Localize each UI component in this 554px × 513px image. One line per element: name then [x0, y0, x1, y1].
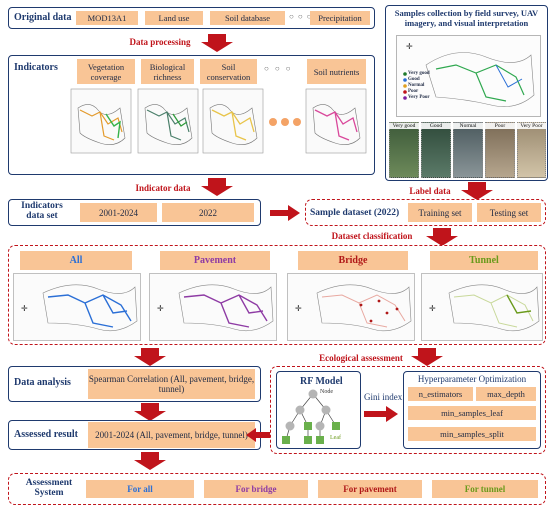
- rf-node-label: Node: [320, 389, 333, 395]
- thumb-label-good: Good: [421, 123, 451, 129]
- class-map-pavement: ✛: [149, 273, 277, 341]
- param-min-samples-leaf: min_samples_leaf: [408, 406, 536, 420]
- arrow-indicator-data: [201, 178, 233, 196]
- param-min-samples-split: min_samples_split: [408, 427, 536, 441]
- samples-title: Samples collection by field survey, UAV …: [394, 8, 539, 28]
- assessed-result-period: 2001-2024 (All, pavement, bridge, tunnel…: [88, 422, 255, 448]
- thumb-label-very-good: Very good: [389, 123, 419, 129]
- assessment-system-title: Assessment System: [25, 478, 73, 498]
- indicator-map-soil-nutrients: [305, 88, 367, 154]
- training-set: Training set: [408, 203, 472, 222]
- samples-legend-normal: Normal: [408, 83, 425, 88]
- arrow-to-assessment-system: [134, 452, 166, 470]
- indicator-soil-nutrients: Soil nutrients: [307, 59, 366, 84]
- source-land-use: Land use: [145, 11, 203, 25]
- dataset-2022: 2022: [162, 203, 254, 222]
- svg-text:✛: ✛: [295, 304, 302, 313]
- dataset-2001-2024: 2001-2024: [80, 203, 157, 222]
- rf-tree-diagram: [282, 389, 340, 444]
- source-mod13a1: MOD13A1: [76, 11, 138, 25]
- thumb-label-very-poor: Very Poor: [517, 123, 546, 129]
- indicator-map-soil-conservation: [202, 88, 264, 154]
- indicator-vegetation: Vegetation coverage: [77, 59, 135, 84]
- arrow-to-sample-dataset: [270, 205, 300, 221]
- svg-text:✛: ✛: [21, 304, 28, 313]
- thumb-good: [421, 122, 451, 178]
- thumb-label-poor: Poor: [485, 123, 515, 129]
- gini-index-label: Gini index: [364, 392, 403, 402]
- source-soil-database: Soil database: [210, 11, 285, 25]
- svg-text:✛: ✛: [406, 42, 413, 51]
- samples-legend-poor: Poor: [408, 89, 419, 94]
- arrow-to-assessed-result: [134, 403, 166, 421]
- arrow-to-data-analysis: [134, 348, 166, 366]
- spearman-correlation: Spearman Correlation (All, pavement, bri…: [88, 369, 255, 399]
- class-bridge-label: Bridge: [298, 251, 408, 270]
- samples-map: ✛: [396, 35, 541, 117]
- hyperparameter-title: Hyperparameter Optimization: [417, 374, 527, 384]
- param-n-estimators: n_estimators: [408, 387, 473, 401]
- thumb-very-good: [389, 122, 419, 178]
- assessed-result-title: Assessed result: [14, 429, 78, 440]
- system-for-tunnel: For tunnel: [432, 480, 538, 498]
- system-for-bridge: For bridge: [204, 480, 308, 498]
- arrow-dataset-classification: [426, 228, 458, 246]
- class-all-label: All: [20, 251, 132, 270]
- data-processing-label: Data processing: [129, 37, 191, 47]
- class-pavement-label: Pavement: [160, 251, 270, 270]
- source-ellipsis: ○ ○ ○: [289, 12, 313, 21]
- param-max-depth: max_depth: [476, 387, 536, 401]
- indicator-biological: Biological richness: [141, 59, 194, 84]
- source-precipitation: Precipitation: [310, 11, 370, 25]
- samples-legend-good: Good: [408, 77, 420, 82]
- arrow-ecological-assessment: [411, 348, 443, 366]
- label-data-label: Label data: [409, 186, 451, 196]
- thumb-normal: [453, 122, 483, 178]
- svg-text:✛: ✛: [157, 304, 164, 313]
- samples-legend-very-poor: Very Poor: [408, 95, 430, 100]
- thumb-poor: [485, 122, 515, 178]
- rf-model-title: RF Model: [300, 376, 343, 387]
- indicator-ellipsis: ○ ○ ○: [264, 64, 293, 73]
- indicator-soil-conservation: Soil conservation: [200, 59, 257, 84]
- arrow-rf-to-result: [246, 428, 270, 442]
- indicators-title: Indicators: [14, 62, 58, 73]
- testing-set: Testing set: [477, 203, 541, 222]
- data-analysis-title: Data analysis: [14, 377, 71, 388]
- thumb-label-normal: Normal: [453, 123, 483, 129]
- system-for-all: For all: [86, 480, 194, 498]
- dataset-classification-label: Dataset classification: [331, 231, 413, 241]
- class-tunnel-label: Tunnel: [430, 251, 538, 270]
- thumb-very-poor: [517, 122, 546, 178]
- rf-leaf-label: Leaf: [330, 435, 341, 441]
- indicator-ellipsis-dots: [269, 118, 301, 126]
- class-map-all: ✛: [13, 273, 141, 341]
- sample-dataset-title: Sample dataset (2022): [310, 208, 400, 218]
- arrow-gini-index: [364, 406, 398, 422]
- class-map-tunnel: ✛: [421, 273, 543, 341]
- indicators-dataset-title: Indicators data set: [21, 201, 63, 221]
- svg-text:✛: ✛: [429, 304, 436, 313]
- indicator-map-biological: [137, 88, 199, 154]
- class-map-bridge: ✛: [287, 273, 415, 341]
- system-for-pavement: For pavement: [318, 480, 422, 498]
- indicator-map-vegetation: [70, 88, 132, 154]
- samples-legend-very-good: Very good: [408, 71, 430, 76]
- arrow-label-data: [461, 182, 493, 200]
- original-data-title: Original data: [14, 12, 72, 23]
- indicator-data-label: Indicator data: [135, 183, 191, 193]
- arrow-data-processing: [201, 34, 233, 52]
- ecological-assessment-label: Ecological assessment: [319, 353, 403, 363]
